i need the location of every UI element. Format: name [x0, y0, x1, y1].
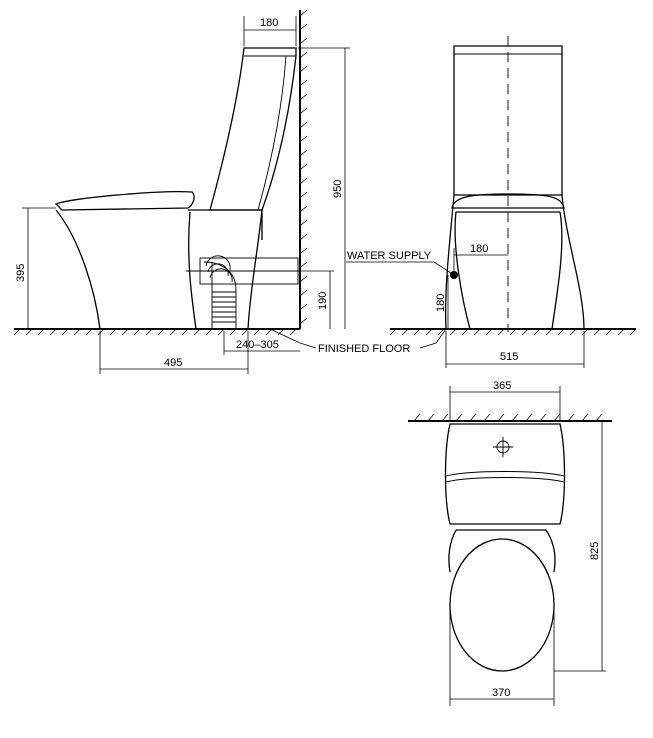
side-base-rear [247, 209, 263, 330]
dim-length: 495 [164, 357, 182, 369]
side-view: 180 950 395 190 495 240–305 FINISHED FLO… [13, 9, 410, 374]
dim-height: 950 [332, 180, 344, 198]
front-floor-hatch [389, 328, 637, 336]
dim-outlet-height: 190 [317, 292, 329, 310]
side-bowl-front [55, 209, 101, 330]
top-seat [449, 538, 555, 672]
top-wall-hatch [413, 413, 603, 422]
dim-rough-in: 240–305 [236, 339, 279, 351]
side-bowl-rear-curve [188, 211, 197, 330]
top-view: 365 825 370 [408, 380, 612, 706]
side-trap-rings [205, 255, 236, 323]
dim-seat-height: 395 [15, 264, 27, 282]
dim-tank-depth: 180 [260, 17, 278, 29]
finished-floor-label: FINISHED FLOOR [318, 343, 410, 355]
side-seat [54, 191, 195, 211]
dim-bowl-width: 370 [492, 687, 510, 699]
top-seat-hinge-left [448, 529, 457, 573]
side-trap-elbow [203, 261, 237, 329]
finished-floor-leader [269, 328, 317, 349]
dim-front-width: 515 [500, 351, 518, 363]
front-floor-leader [419, 328, 447, 349]
front-bowl-right [551, 211, 563, 330]
front-seat [451, 193, 565, 209]
dim-supply-height: 180 [435, 294, 447, 312]
dim-supply-offset: 180 [470, 243, 488, 255]
side-floor-hatch [13, 328, 297, 336]
top-tank-step [445, 471, 565, 477]
top-tank-step [445, 477, 565, 483]
front-view: WATER SUPPLY 180 180 515 [346, 36, 637, 368]
side-wall-hatch [299, 9, 308, 325]
top-tank [444, 423, 566, 525]
top-seat-hinge [456, 529, 556, 573]
side-tank-edge [257, 55, 287, 211]
side-tank [209, 47, 297, 211]
front-body-right [561, 194, 585, 330]
dim-top-length: 825 [589, 542, 601, 560]
front-bowl-left [454, 211, 471, 330]
dim-tank-width: 365 [493, 380, 511, 392]
front-body-left [444, 194, 455, 330]
water-supply-label: WATER SUPPLY [347, 250, 432, 262]
water-supply-leader [346, 261, 455, 276]
side-bowl-top [188, 209, 263, 240]
